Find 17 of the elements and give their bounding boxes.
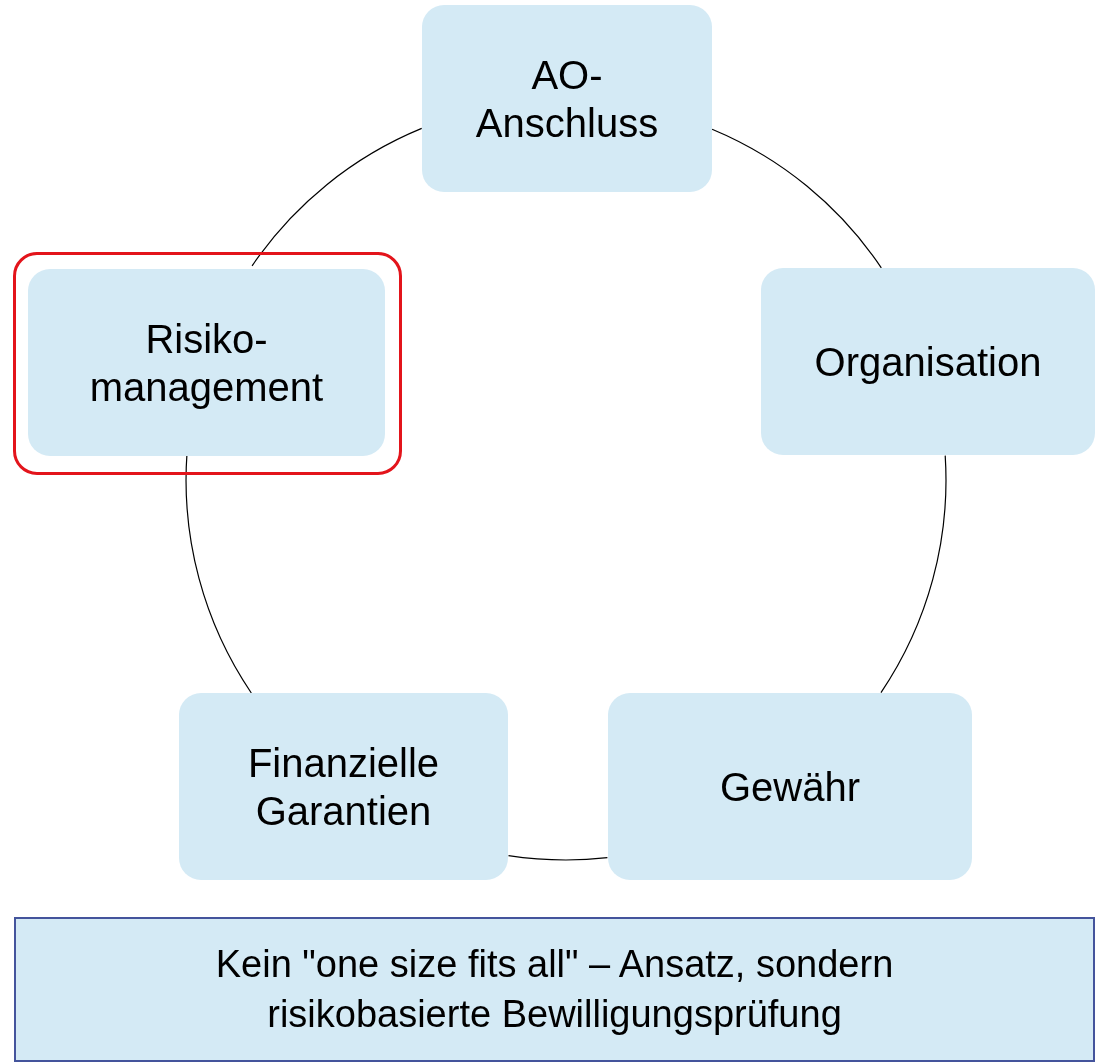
note-box (14, 917, 1095, 1062)
step-label: Organisation (814, 338, 1042, 386)
process-box (761, 268, 1095, 455)
cycle-arc (711, 128, 882, 269)
step-label: Kein "one size fits all" – Ansatz, sondern risikobasierte Bewilligungsprüfung (214, 942, 895, 1037)
highlight-frame (13, 252, 402, 475)
cycle-arc (880, 455, 947, 694)
step-label: Gewähr (719, 763, 861, 811)
process-box (179, 693, 508, 880)
process-box (28, 269, 385, 456)
process-box (608, 693, 972, 880)
process-box (422, 5, 712, 192)
step-label: Risiko- management (88, 315, 325, 411)
step-label: Finanzielle Garantien (246, 739, 441, 835)
cycle-arc (507, 855, 608, 861)
cycle-arc (251, 127, 423, 267)
step-label: AO- Anschluss (474, 51, 660, 147)
